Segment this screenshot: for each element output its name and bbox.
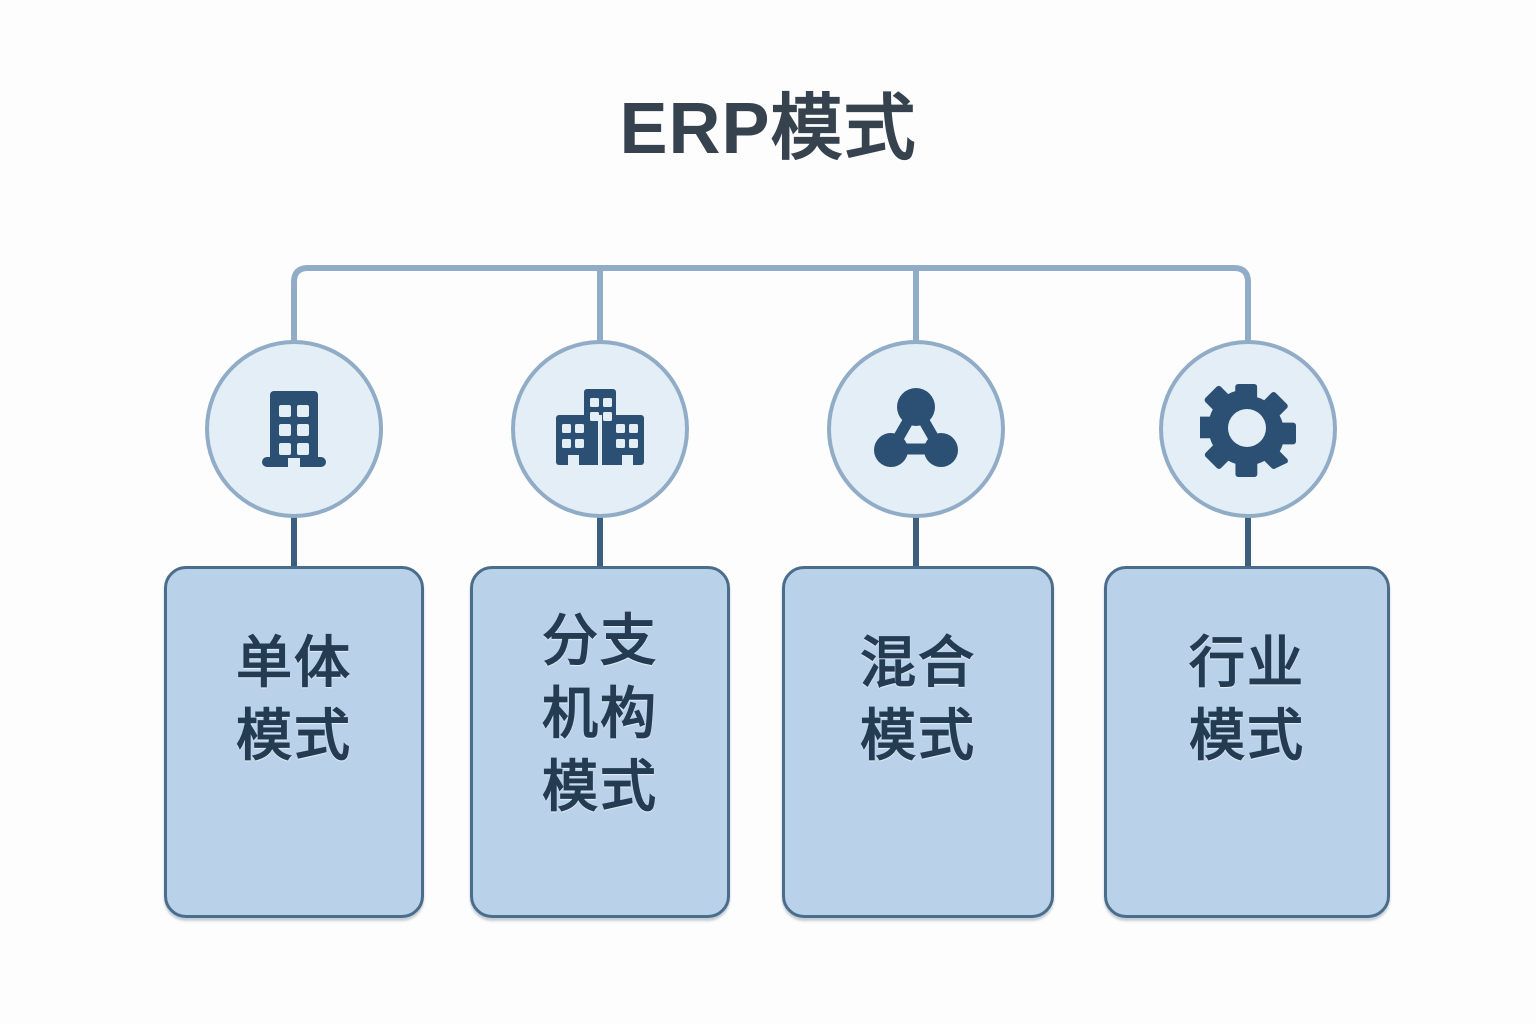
node-box-branch[interactable]: 分支机构模式 xyxy=(470,566,730,918)
node-icon-circle-hybrid[interactable] xyxy=(827,340,1005,518)
node-icon-circle-single[interactable] xyxy=(205,340,383,518)
node-box-single[interactable]: 单体模式 xyxy=(164,566,424,918)
network-nodes-icon xyxy=(874,388,958,467)
node-label-industry: 行业模式 xyxy=(1189,631,1305,767)
node-label-branch: 分支机构模式 xyxy=(542,609,658,818)
page-title: ERP模式 xyxy=(619,89,917,169)
node-icon-circle-branch[interactable] xyxy=(511,340,689,518)
node-label-single: 单体模式 xyxy=(236,631,352,767)
node-box-hybrid[interactable]: 混合模式 xyxy=(782,566,1054,918)
node-box-industry[interactable]: 行业模式 xyxy=(1104,566,1390,918)
gear-icon xyxy=(1200,383,1296,477)
node-label-hybrid: 混合模式 xyxy=(860,631,976,767)
office-building-icon xyxy=(262,391,326,468)
node-icon-circle-industry[interactable] xyxy=(1159,340,1337,518)
multi-building-icon xyxy=(556,389,644,466)
